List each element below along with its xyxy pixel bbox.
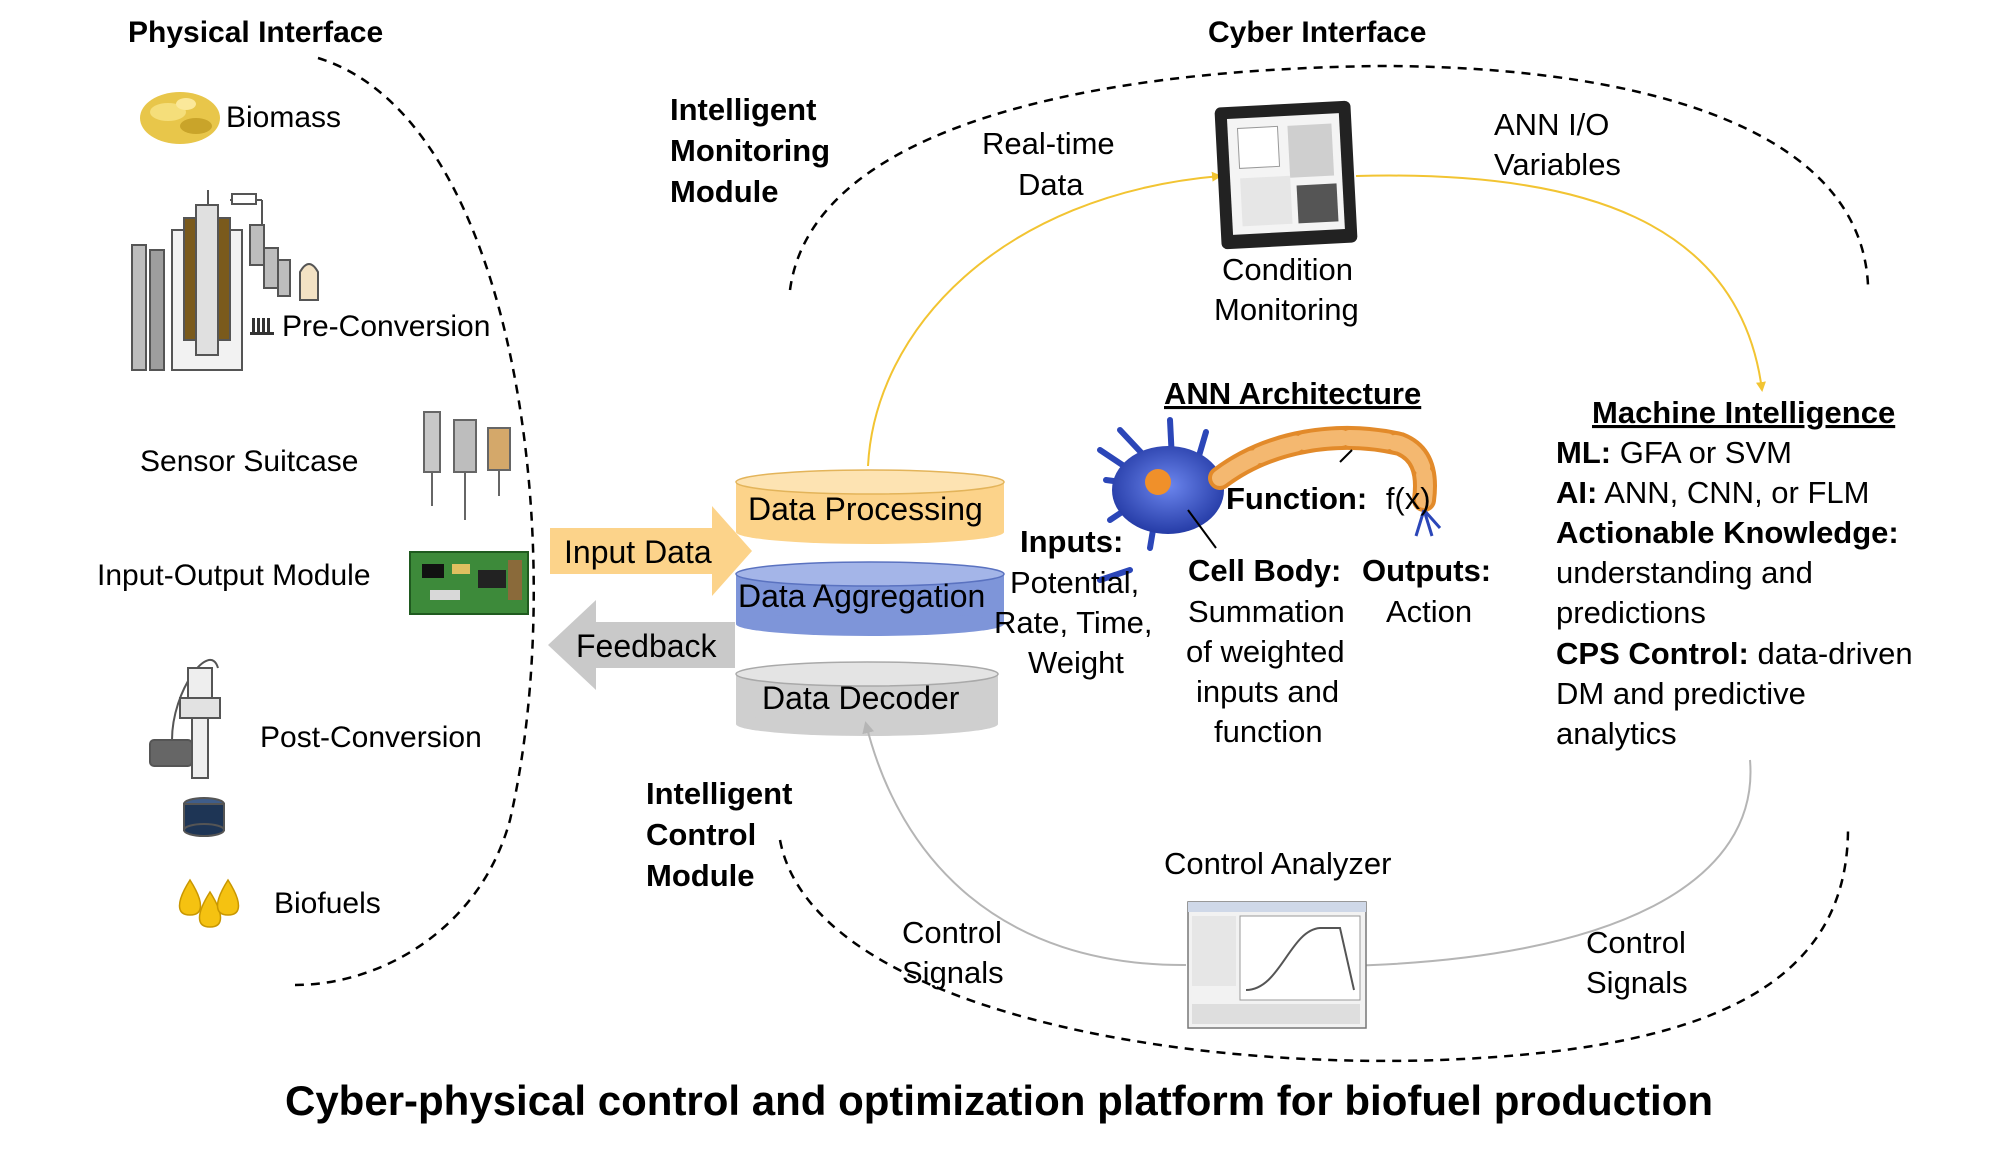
sample-rack-icon bbox=[250, 318, 274, 335]
post-conversion-label: Post-Conversion bbox=[260, 721, 482, 754]
sensor-probes-icon bbox=[423, 411, 511, 520]
realtime-data-label-2: Data bbox=[1018, 167, 1084, 202]
control-analyzer-label: Control Analyzer bbox=[1164, 846, 1391, 881]
circuit-board-icon bbox=[409, 551, 529, 615]
cyber-monitoring-boundary bbox=[788, 64, 1870, 291]
cell-body-line-3: inputs and bbox=[1196, 674, 1339, 709]
mi-ml-line: ML: GFA or SVM bbox=[1556, 435, 1792, 470]
inputs-line-1: Potential, bbox=[1010, 565, 1139, 600]
data-decoder-label: Data Decoder bbox=[762, 680, 960, 716]
feedback-arrow bbox=[548, 600, 735, 690]
mi-ak-line-2: predictions bbox=[1556, 595, 1706, 630]
ann-io-arrow bbox=[1355, 174, 1766, 392]
realtime-data-label-1: Real-time bbox=[982, 126, 1115, 161]
outputs-value: Action bbox=[1386, 594, 1472, 629]
inputs-label: Inputs: bbox=[1020, 524, 1123, 559]
biofuel-drops-icon bbox=[178, 878, 240, 928]
physical-interface-boundary bbox=[294, 56, 536, 987]
cell-body-label: Cell Body: bbox=[1188, 553, 1341, 588]
control-module-line1: Intelligent bbox=[646, 776, 792, 811]
mi-cps-line-2: DM and predictive bbox=[1556, 676, 1806, 711]
axon-icon bbox=[1208, 425, 1442, 537]
mi-cps-line-3: analytics bbox=[1556, 716, 1677, 751]
control-signals-right-2: Signals bbox=[1586, 965, 1688, 1000]
mi-cps-value: data-driven bbox=[1749, 636, 1913, 671]
cell-body-line-4: function bbox=[1214, 714, 1323, 749]
function-label-value: f(x) bbox=[1386, 481, 1431, 516]
control-signal-left-arrow bbox=[862, 721, 1187, 967]
mi-ak-line-1: understanding and bbox=[1556, 555, 1813, 590]
ann-architecture-title: ANN Architecture bbox=[1164, 376, 1421, 411]
monitoring-module-line1: Intelligent bbox=[670, 92, 816, 127]
mi-ai-label: AI: bbox=[1556, 475, 1597, 510]
biofuels-label: Biofuels bbox=[274, 887, 381, 920]
pre-conversion-label: Pre-Conversion bbox=[282, 310, 490, 343]
neuron-icon bbox=[1097, 417, 1224, 583]
biomass-label: Biomass bbox=[226, 101, 341, 134]
control-signal-right-arrow bbox=[1339, 759, 1752, 972]
biomass-icon bbox=[140, 92, 220, 144]
mi-ai-value: ANN, CNN, or FLM bbox=[1597, 475, 1869, 510]
data-processing-cylinder bbox=[735, 469, 1005, 544]
figure-caption: Cyber-physical control and optimization … bbox=[285, 1077, 1713, 1124]
function-pointer-line bbox=[1339, 449, 1353, 463]
data-decoder-cylinder bbox=[735, 661, 999, 736]
control-module-line3: Module bbox=[646, 858, 755, 893]
inputs-line-2: Rate, Time, bbox=[994, 605, 1153, 640]
control-analyzer-screen-icon bbox=[1187, 901, 1367, 1029]
monitoring-module-line2: Monitoring bbox=[670, 133, 830, 168]
post-conversion-icon bbox=[149, 659, 225, 837]
io-module-label: Input-Output Module bbox=[97, 559, 371, 592]
reactor-icon bbox=[131, 190, 319, 371]
cell-body-line-1: Summation bbox=[1188, 594, 1345, 629]
mi-ak-label: Actionable Knowledge: bbox=[1556, 515, 1899, 550]
mi-cps-label: CPS Control: bbox=[1556, 636, 1749, 671]
machine-intelligence-title: Machine Intelligence bbox=[1592, 395, 1895, 430]
mi-cps-line: CPS Control: data-driven bbox=[1556, 636, 1913, 671]
feedback-label: Feedback bbox=[576, 628, 718, 664]
condition-monitoring-screen-icon bbox=[1214, 100, 1358, 250]
inputs-line-3: Weight bbox=[1028, 645, 1124, 680]
cyber-control-boundary bbox=[778, 824, 1850, 1063]
data-aggregation-label: Data Aggregation bbox=[738, 578, 985, 614]
realtime-data-arrow bbox=[867, 171, 1222, 467]
input-data-arrow bbox=[550, 506, 752, 596]
input-data-label: Input Data bbox=[564, 534, 712, 570]
function-label: Function: f(x) bbox=[1226, 481, 1431, 516]
data-aggregation-cylinder bbox=[735, 561, 1005, 636]
cellbody-pointer-line bbox=[1187, 509, 1217, 549]
cyber-interface-title: Cyber Interface bbox=[1208, 16, 1426, 49]
sensor-suitcase-label: Sensor Suitcase bbox=[140, 445, 358, 478]
outputs-label: Outputs: bbox=[1362, 553, 1491, 588]
function-label-key: Function: bbox=[1226, 481, 1367, 516]
control-signals-left-1: Control bbox=[902, 915, 1002, 950]
condition-monitoring-line1: Condition bbox=[1222, 252, 1353, 287]
physical-interface-title: Physical Interface bbox=[128, 16, 383, 49]
mi-ml-value: GFA or SVM bbox=[1611, 435, 1792, 470]
mi-ai-line: AI: ANN, CNN, or FLM bbox=[1556, 475, 1869, 510]
monitoring-module-line3: Module bbox=[670, 174, 779, 209]
mi-ml-label: ML: bbox=[1556, 435, 1611, 470]
ann-io-label-2: Variables bbox=[1494, 147, 1621, 182]
cell-body-line-2: of weighted bbox=[1186, 634, 1345, 669]
control-module-line2: Control bbox=[646, 817, 756, 852]
data-processing-label: Data Processing bbox=[748, 491, 983, 527]
control-signals-right-1: Control bbox=[1586, 925, 1686, 960]
ann-io-label-1: ANN I/O bbox=[1494, 107, 1609, 142]
condition-monitoring-line2: Monitoring bbox=[1214, 292, 1359, 327]
control-signals-left-2: Signals bbox=[902, 955, 1004, 990]
